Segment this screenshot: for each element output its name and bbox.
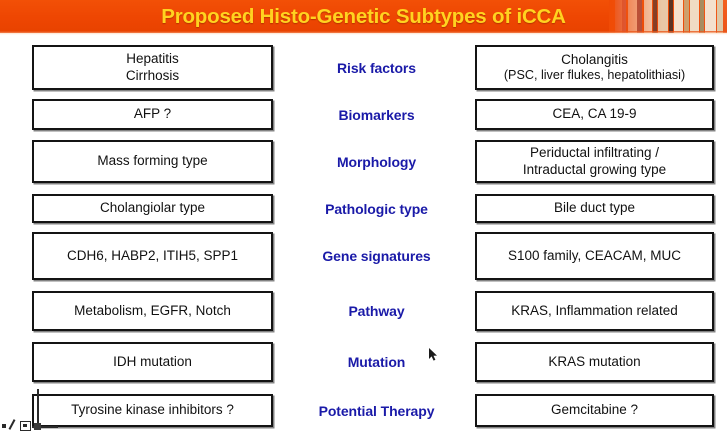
right-cell-morphology: Periductal infiltrating / Intraductal gr… — [475, 140, 714, 183]
center-cell-morphology: Morphology — [285, 140, 468, 183]
right-cell-risk-factors: Cholangitis (PSC, liver flukes, hepatoli… — [475, 45, 714, 90]
center-cell-pathway: Pathway — [285, 291, 468, 331]
box-left-morphology-line-1: Mass forming type — [97, 153, 208, 169]
box-right-potential-therapy[interactable]: Gemcitabine ? — [475, 394, 714, 427]
center-cell-gene-signatures: Gene signatures — [285, 232, 468, 280]
box-right-risk-factors-line-2: (PSC, liver flukes, hepatolithiasi) — [503, 68, 686, 83]
mouse-pointer-icon — [429, 348, 437, 361]
right-cell-gene-signatures: S100 family, CEACAM, MUC — [475, 232, 714, 280]
box-left-morphology[interactable]: Mass forming type — [32, 140, 273, 183]
box-right-potential-therapy-line-1: Gemcitabine ? — [550, 402, 639, 418]
annotation-toolbar-artifact[interactable] — [2, 389, 58, 433]
left-cell-potential-therapy: Tyrosine kinase inhibitors ? — [32, 394, 273, 427]
left-cell-mutation: IDH mutation — [32, 342, 273, 382]
box-left-gene-signatures-line-1: CDH6, HABP2, ITIH5, SPP1 — [66, 247, 239, 263]
box-left-mutation[interactable]: IDH mutation — [32, 342, 273, 382]
box-right-pathologic-type[interactable]: Bile duct type — [475, 194, 714, 223]
label-pathologic-type: Pathologic type — [325, 200, 428, 217]
left-cell-pathologic-type: Cholangiolar type — [32, 194, 273, 223]
box-left-risk-factors-line-1: Hepatitis — [126, 51, 179, 67]
left-cell-risk-factors: Hepatitis Cirrhosis — [32, 45, 273, 90]
box-left-mutation-line-1: IDH mutation — [113, 353, 192, 369]
banner-image-fade — [609, 0, 727, 33]
box-left-pathway-line-1: Metabolism, EGFR, Notch — [74, 302, 231, 318]
banner-bottom-shadow — [0, 31, 727, 35]
right-cell-pathologic-type: Bile duct type — [475, 194, 714, 223]
left-cell-pathway: Metabolism, EGFR, Notch — [32, 291, 273, 331]
box-left-gene-signatures[interactable]: CDH6, HABP2, ITIH5, SPP1 — [32, 232, 273, 280]
box-left-biomarkers[interactable]: AFP ? — [32, 99, 273, 130]
pen-icon[interactable] — [8, 419, 16, 430]
crosshair-icon-horizontal[interactable] — [32, 426, 58, 428]
label-potential-therapy: Potential Therapy — [318, 402, 435, 419]
box-left-pathway[interactable]: Metabolism, EGFR, Notch — [32, 291, 273, 331]
center-cell-pathologic-type: Pathologic type — [285, 194, 468, 223]
box-right-biomarkers[interactable]: CEA, CA 19-9 — [475, 99, 714, 130]
label-biomarkers: Biomarkers — [338, 106, 415, 123]
label-pathway: Pathway — [348, 303, 405, 319]
center-cell-potential-therapy: Potential Therapy — [285, 394, 468, 427]
box-right-gene-signatures[interactable]: S100 family, CEACAM, MUC — [475, 232, 714, 280]
box-left-pathologic-type[interactable]: Cholangiolar type — [32, 194, 273, 223]
box-right-mutation-line-1: KRAS mutation — [548, 353, 641, 369]
tissue-microarray-strip-image — [609, 0, 727, 33]
box-right-pathway[interactable]: KRAS, Inflammation related — [475, 291, 714, 331]
left-cell-biomarkers: AFP ? — [32, 99, 273, 130]
box-right-mutation[interactable]: KRAS mutation — [475, 342, 714, 382]
box-left-potential-therapy[interactable]: Tyrosine kinase inhibitors ? — [32, 394, 273, 427]
left-column: Hepatitis Cirrhosis AFP ? Mass forming t… — [32, 0, 273, 435]
dot-icon[interactable] — [2, 424, 6, 428]
crosshair-icon-center[interactable] — [34, 423, 41, 430]
label-mutation: Mutation — [347, 354, 406, 370]
center-cell-mutation: Mutation — [285, 342, 468, 382]
square-icon-fill — [23, 424, 27, 427]
box-right-morphology[interactable]: Periductal infiltrating / Intraductal gr… — [475, 140, 714, 183]
box-left-biomarkers-line-1: AFP ? — [133, 106, 172, 122]
box-right-pathway-line-1: KRAS, Inflammation related — [511, 302, 678, 318]
left-cell-morphology: Mass forming type — [32, 140, 273, 183]
box-left-risk-factors-line-2: Cirrhosis — [125, 67, 180, 83]
box-right-risk-factors[interactable]: Cholangitis (PSC, liver flukes, hepatoli… — [475, 45, 714, 90]
right-cell-biomarkers: CEA, CA 19-9 — [475, 99, 714, 130]
label-morphology: Morphology — [336, 153, 417, 170]
box-left-potential-therapy-line-1: Tyrosine kinase inhibitors ? — [71, 402, 234, 418]
box-right-pathologic-type-line-1: Bile duct type — [553, 200, 636, 216]
right-cell-pathway: KRAS, Inflammation related — [475, 291, 714, 331]
right-column: Cholangitis (PSC, liver flukes, hepatoli… — [475, 0, 714, 435]
box-right-gene-signatures-line-1: S100 family, CEACAM, MUC — [507, 247, 682, 263]
center-column: Risk factors Biomarkers Morphology Patho… — [285, 0, 468, 435]
box-right-risk-factors-line-1: Cholangitis — [561, 51, 628, 67]
right-cell-mutation: KRAS mutation — [475, 342, 714, 382]
label-gene-signatures: Gene signatures — [322, 248, 431, 264]
right-cell-potential-therapy: Gemcitabine ? — [475, 394, 714, 427]
square-icon[interactable] — [20, 421, 31, 431]
left-cell-gene-signatures: CDH6, HABP2, ITIH5, SPP1 — [32, 232, 273, 280]
label-risk-factors: Risk factors — [337, 59, 416, 76]
box-left-risk-factors[interactable]: Hepatitis Cirrhosis — [32, 45, 273, 90]
crosshair-icon-vertical[interactable] — [37, 389, 39, 427]
center-cell-risk-factors: Risk factors — [285, 45, 468, 90]
box-right-morphology-line-1: Periductal infiltrating / — [529, 145, 660, 161]
box-left-pathologic-type-line-1: Cholangiolar type — [99, 200, 206, 216]
box-right-morphology-line-2: Intraductal growing type — [522, 161, 667, 177]
slide-title-banner: Proposed Histo-Genetic Subtypes of iCCA — [0, 0, 727, 33]
box-right-biomarkers-line-1: CEA, CA 19-9 — [552, 106, 637, 122]
center-cell-biomarkers: Biomarkers — [285, 99, 468, 130]
slide-title: Proposed Histo-Genetic Subtypes of iCCA — [161, 5, 566, 28]
